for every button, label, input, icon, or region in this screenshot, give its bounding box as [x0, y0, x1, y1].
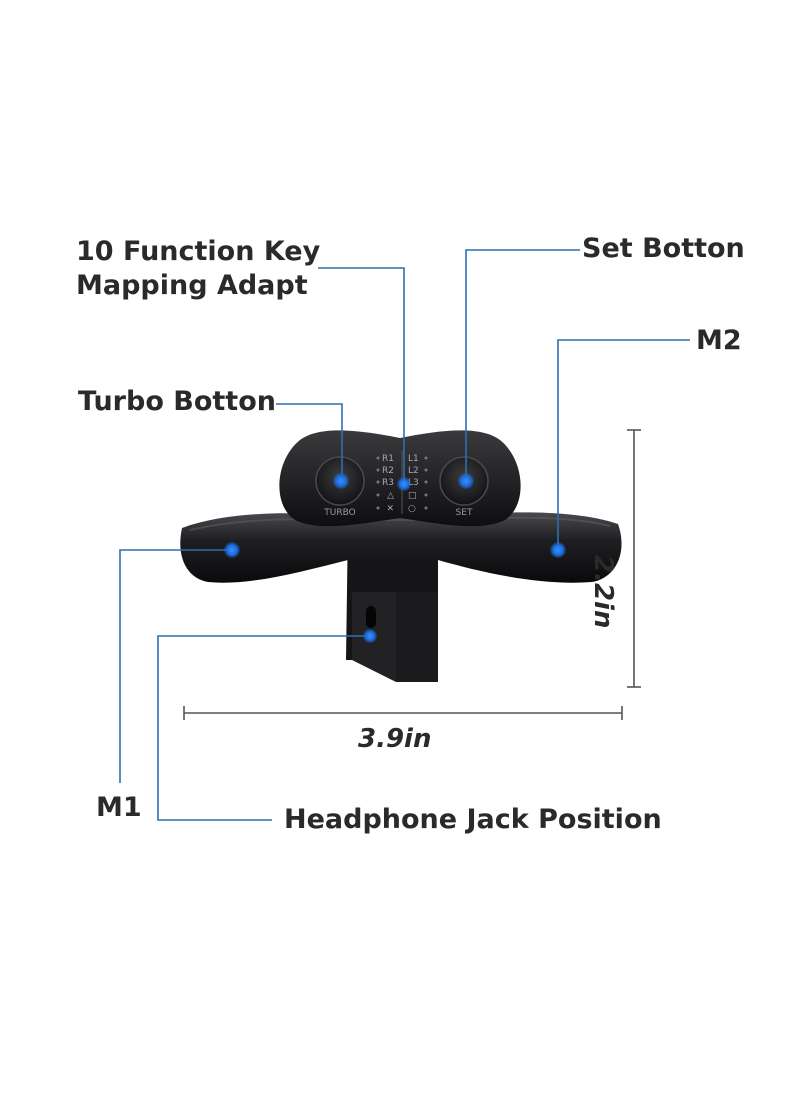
key-label: L1 — [408, 454, 419, 464]
callout-function-key — [318, 267, 405, 484]
key-label: R1 — [382, 454, 394, 464]
callout-m2 — [557, 339, 690, 548]
m2-label: M2 — [696, 325, 742, 356]
function-key-label: 10 Function Key Mapping Adapt — [76, 235, 320, 303]
key-label: R2 — [382, 466, 394, 476]
height-dimension-label: 2.2in — [588, 555, 618, 629]
callout-headphone-jack — [157, 635, 368, 821]
callout-lines — [119, 249, 690, 821]
key-label: L3 — [408, 478, 419, 488]
marker-dots — [224, 473, 566, 643]
key-label: L2 — [408, 466, 419, 476]
key-mapping-grid: R1 L1 R2 L2 R3 L3 △ □ ✕ ○ — [376, 450, 428, 514]
dimension-lines — [183, 429, 641, 720]
width-dimension-label: 3.9in — [358, 724, 432, 754]
function-key-label-line1: 10 Function Key — [76, 236, 321, 267]
marker-turbo — [333, 473, 349, 489]
set-text: SET — [456, 508, 473, 518]
marker-m2 — [550, 542, 566, 558]
marker-m1 — [224, 542, 240, 558]
headphone-jack-label: Headphone Jack Position — [284, 804, 662, 835]
set-button-label: Set Botton — [582, 233, 745, 264]
callout-m1 — [119, 549, 232, 783]
callout-set-button — [465, 249, 580, 480]
marker-set-button — [458, 473, 474, 489]
callout-turbo — [276, 403, 343, 480]
key-label: ○ — [408, 504, 416, 514]
turbo-button-label: Turbo Botton — [78, 386, 276, 417]
function-key-label-line2: Mapping Adapt — [76, 270, 308, 301]
marker-headphone-jack — [363, 629, 377, 643]
marker-function-key — [397, 477, 411, 491]
paddle-bar — [180, 512, 622, 583]
key-label: △ — [387, 491, 394, 501]
m1-label: M1 — [96, 792, 142, 823]
key-label: □ — [408, 491, 417, 501]
key-label: R3 — [382, 478, 394, 488]
key-label: ✕ — [386, 504, 394, 514]
turbo-text: TURBO — [323, 508, 355, 518]
